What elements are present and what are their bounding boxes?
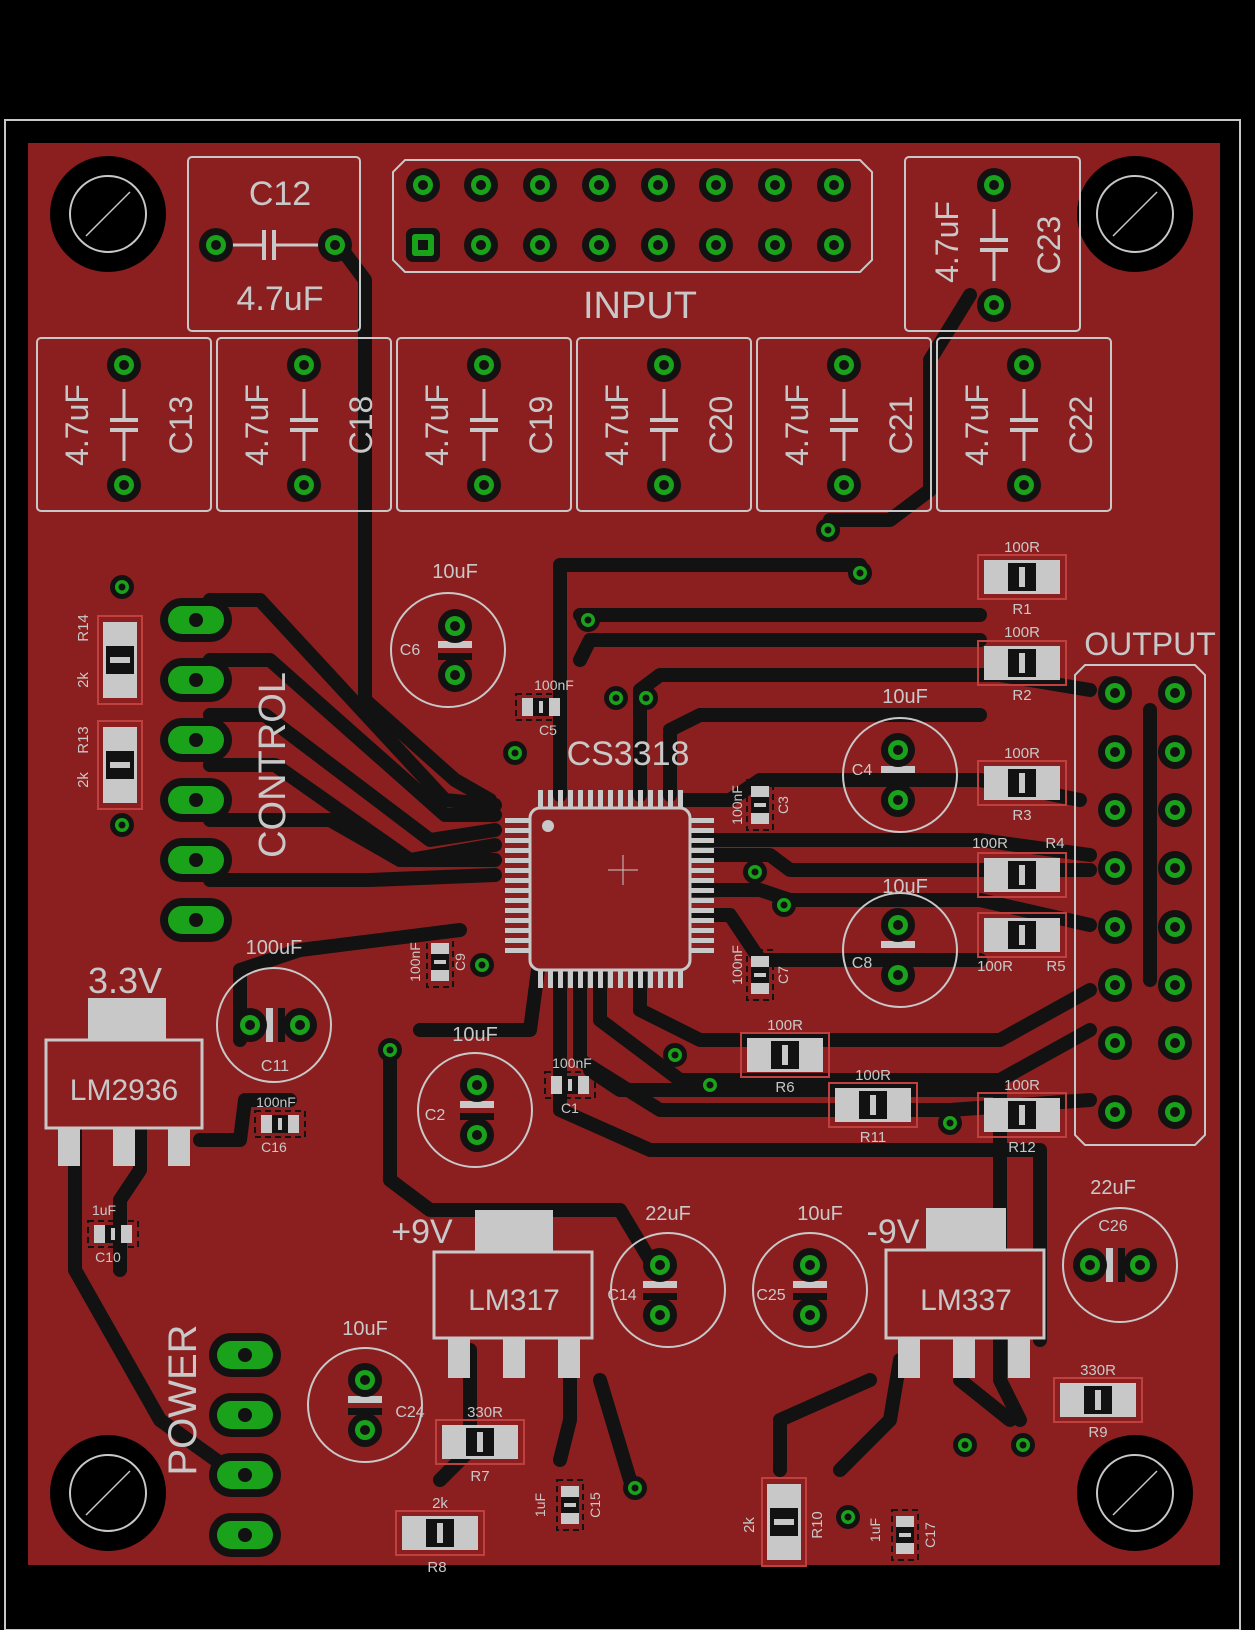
r8-value: 2k [432,1495,448,1512]
c13-value: 4.7uF [59,384,95,466]
r13-ref: R13 [75,726,92,754]
control-label: CONTROL [252,672,294,858]
c15-ref: C15 [587,1492,603,1518]
c22-ref: C22 [1063,396,1099,455]
c4-value: 10uF [882,686,928,708]
r5-ref: R5 [1046,958,1065,975]
c19-value: 4.7uF [419,384,455,466]
c2-ref: C2 [425,1107,446,1124]
c7-ref: C7 [775,966,791,984]
input-label: INPUT [583,285,697,327]
r12-ref: R12 [1008,1139,1036,1156]
c12-value: 4.7uF [237,280,324,318]
r8-ref: R8 [427,1559,446,1576]
c23-ref: C23 [1031,216,1067,275]
r2-ref: R2 [1012,687,1031,704]
c10-ref: C10 [95,1249,121,1265]
r1-ref: R1 [1012,601,1031,618]
c16-ref: C16 [261,1139,287,1155]
c10-value: 1uF [92,1202,116,1218]
c9-ref: C9 [452,953,468,971]
c6-value: 10uF [432,561,478,583]
c12-ref: C12 [249,175,311,213]
c26-ref: C26 [1098,1218,1127,1235]
voltage-3v3-label: 3.3V [88,960,162,1001]
lm337-regulator [884,1208,1046,1378]
r5-value: 100R [977,958,1013,975]
c11-ref: C11 [261,1058,289,1075]
r13-value: 2k [75,772,92,788]
r9-value: 330R [1080,1362,1116,1379]
output-label: OUTPUT [1084,626,1216,662]
c1-ref: C1 [561,1100,579,1116]
c21-value: 4.7uF [779,384,815,466]
c18-ref: C18 [343,396,379,455]
c3-ref: C3 [775,796,791,814]
r11-ref: R11 [860,1129,886,1146]
c14-ref: C14 [607,1287,636,1304]
r6-ref: R6 [775,1079,794,1096]
c14-value: 22uF [645,1203,691,1225]
c18-value: 4.7uF [239,384,275,466]
r11-value: 100R [855,1067,891,1084]
r6-value: 100R [767,1017,803,1034]
c8-value: 10uF [882,876,928,898]
c24-ref: C24 [395,1404,424,1421]
r10-ref: R10 [809,1511,826,1539]
c20-value: 4.7uF [599,384,635,466]
lm337-label: LM337 [920,1284,1012,1317]
r4-value: 100R [972,835,1008,852]
c19-ref: C19 [523,396,559,455]
r14-value: 2k [75,672,92,688]
c21-ref: C21 [883,396,919,455]
chip-label: CS3318 [567,735,690,773]
r3-ref: R3 [1012,807,1031,824]
lm317-regulator [432,1210,594,1378]
c8-ref: C8 [852,955,873,972]
c17-ref: C17 [922,1522,938,1548]
c1-value: 100nF [552,1055,592,1071]
r12-value: 100R [1004,1077,1040,1094]
r14-ref: R14 [75,614,92,642]
r7-value: 330R [467,1404,503,1421]
r9-ref: R9 [1088,1424,1107,1441]
c23-value: 4.7uF [929,201,965,283]
lm2936-label: LM2936 [70,1074,178,1107]
r4-ref: R4 [1045,835,1064,852]
r7-ref: R7 [470,1468,489,1485]
power-label: POWER [161,1324,205,1475]
c25-value: 10uF [797,1203,843,1225]
r10-value: 2k [741,1517,758,1533]
c24-value: 10uF [342,1318,388,1340]
c4-ref: C4 [852,762,873,779]
c2-value: 10uF [452,1024,498,1046]
lm317-label: LM317 [468,1284,560,1317]
cs3318-chip [505,790,714,988]
r1-value: 100R [1004,539,1040,556]
c6-ref: C6 [400,642,421,659]
c7-value: 100nF [729,945,745,985]
c5-ref: C5 [539,722,557,738]
c25-ref: C25 [756,1287,785,1304]
c15-value: 1uF [532,1493,548,1517]
c22-value: 4.7uF [959,384,995,466]
c13-ref: C13 [163,396,199,455]
c11-value: 100uF [246,937,303,959]
c16-value: 100nF [256,1094,296,1110]
r2-value: 100R [1004,624,1040,641]
voltage-minus9-label: -9V [867,1213,920,1251]
c26-value: 22uF [1090,1177,1136,1199]
r3-value: 100R [1004,745,1040,762]
lm2936-regulator [44,998,204,1166]
c3-value: 100nF [729,785,745,825]
c17-value: 1uF [867,1518,883,1542]
c5-value: 100nF [534,677,574,693]
c9-value: 100nF [407,942,423,982]
voltage-plus9-label: +9V [391,1213,453,1251]
c20-ref: C20 [703,396,739,455]
